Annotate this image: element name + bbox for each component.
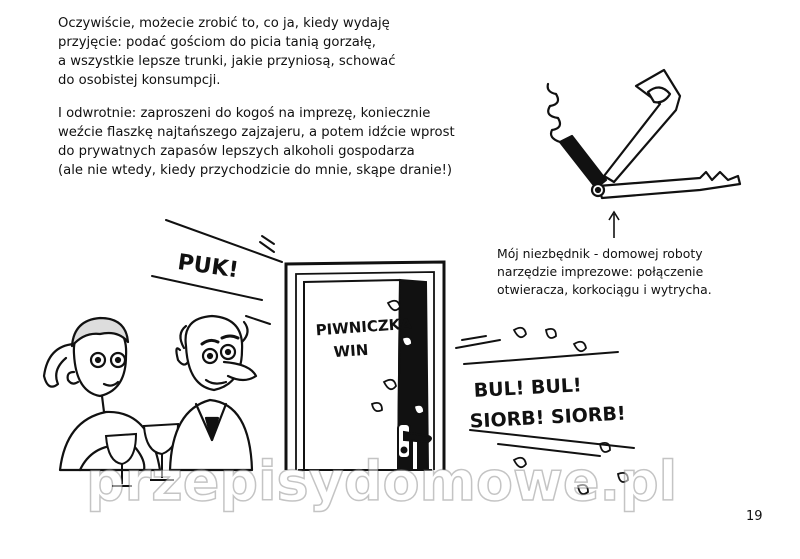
multi-tool-icon bbox=[546, 68, 742, 200]
man-guest bbox=[168, 314, 258, 472]
gulp-sound-text: BUL! BUL! bbox=[473, 374, 582, 402]
page-number: 19 bbox=[746, 509, 763, 524]
slurp-sound-text: SIORB! SIORB! bbox=[469, 403, 626, 433]
door-sign-line2: WIN bbox=[333, 341, 369, 361]
knock-sound-text: PUK! bbox=[176, 250, 240, 283]
caption-arrow-icon bbox=[608, 210, 620, 238]
watermark-text: przepisydomowe.pl bbox=[86, 450, 677, 513]
droplets-icon bbox=[370, 299, 629, 495]
door-handle-icon bbox=[397, 423, 432, 459]
wine-glass-icon bbox=[104, 422, 180, 487]
sound-lines-icon bbox=[455, 335, 635, 457]
paragraph-hosting-advice: Oczywiście, możecie zrobić to, co ja, ki… bbox=[58, 16, 396, 88]
speed-lines-icon bbox=[151, 219, 283, 325]
woman-guest bbox=[42, 316, 162, 472]
tool-caption: Mój niezbędnik - domowej roboty narzędzi… bbox=[497, 246, 712, 297]
cellar-door bbox=[284, 260, 446, 471]
paragraph-guest-advice: I odwrotnie: zaproszeni do kogoś na impr… bbox=[58, 106, 455, 178]
